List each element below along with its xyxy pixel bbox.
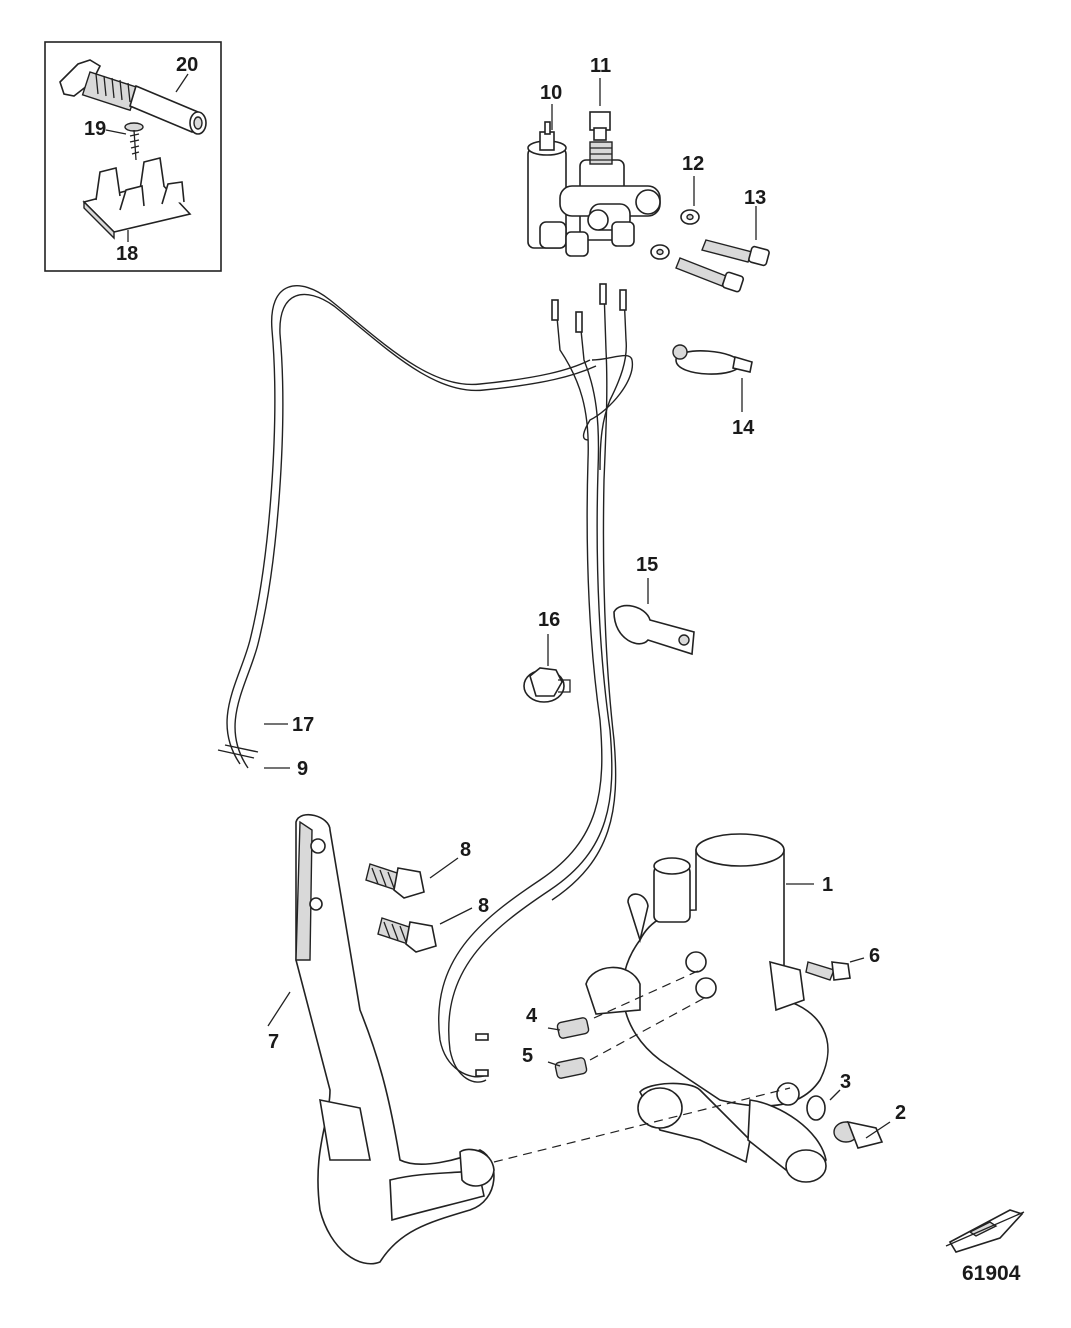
part-6-screw (805, 961, 851, 981)
callout-17: 17 (292, 714, 314, 736)
callout-18: 18 (116, 243, 138, 265)
drawing-number: 61904 (962, 1262, 1021, 1285)
part-8-bolts (365, 863, 437, 953)
part-16-nut (523, 667, 571, 703)
inset-box (44, 41, 222, 272)
wire-harness (217, 283, 634, 1083)
part-19-screw (124, 122, 144, 161)
part-18-holder (82, 157, 192, 240)
part-13-bolts (675, 239, 770, 293)
part-3-o-ring (806, 1095, 826, 1121)
callout-11: 11 (590, 55, 611, 77)
boat-orientation-icon (945, 1209, 1025, 1253)
part-4-fitting (556, 1017, 590, 1039)
part-5-fitting (554, 1057, 588, 1079)
callout-8a: 8 (460, 839, 471, 861)
callout-2: 2 (895, 1102, 906, 1124)
part-20-sensor (59, 59, 207, 135)
callout-14: 14 (732, 417, 755, 439)
callout-16: 16 (538, 609, 560, 631)
callout-12: 12 (682, 153, 704, 175)
part-10-valve-assembly (527, 121, 661, 257)
callouts: 1 2 3 4 5 6 7 8 8 9 10 11 12 13 14 15 16… (84, 54, 906, 1124)
callout-9: 9 (297, 758, 308, 780)
part-12-washer (650, 209, 700, 260)
callout-20: 20 (176, 54, 198, 76)
part-15-clip (613, 604, 695, 656)
callout-3: 3 (840, 1071, 851, 1093)
callout-10: 10 (540, 82, 562, 104)
callout-13: 13 (744, 187, 766, 209)
part-14-clamp (672, 344, 753, 375)
callout-4: 4 (526, 1005, 538, 1027)
callout-5: 5 (522, 1045, 533, 1067)
callout-19: 19 (84, 118, 106, 140)
callout-6: 6 (869, 945, 880, 967)
callout-8b: 8 (478, 895, 489, 917)
leader-lines (105, 73, 891, 1139)
callout-1: 1 (822, 874, 833, 896)
callout-15: 15 (636, 554, 658, 576)
part-1-housing (585, 833, 829, 1183)
assembly-lines (493, 969, 791, 1163)
part-11-fitting (589, 111, 611, 141)
part-7-bracket (295, 813, 495, 1265)
callout-7: 7 (268, 1031, 279, 1053)
part-2-drain-plug (833, 1120, 884, 1149)
